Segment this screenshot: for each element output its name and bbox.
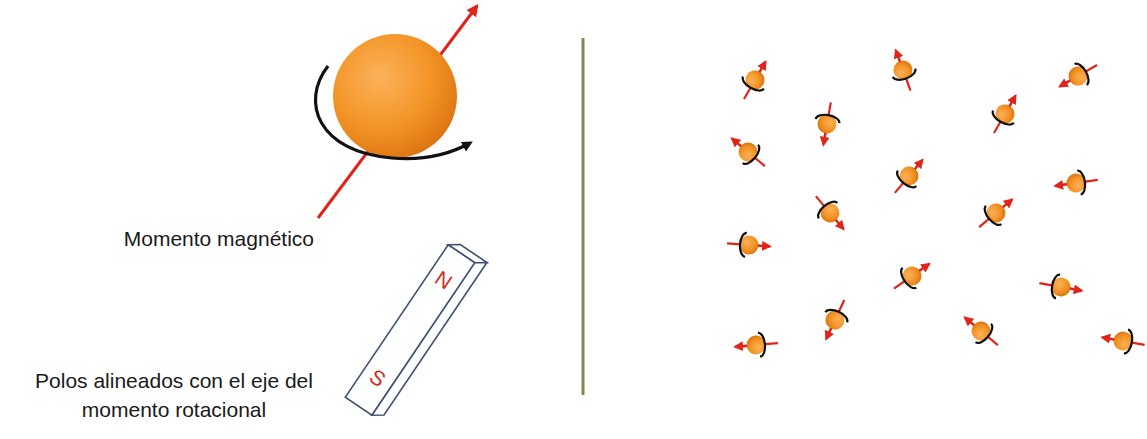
caption-label: Momento magnético (80, 224, 314, 253)
spin-particle (734, 331, 779, 359)
spin-particle (1100, 326, 1147, 357)
spin-particle (1054, 55, 1103, 97)
spin-particle (971, 190, 1019, 236)
bar-magnet: NS (345, 245, 474, 415)
spin-particle (957, 308, 1005, 354)
magnet-outline (345, 245, 474, 415)
spin-particle (726, 231, 771, 258)
particle-sphere (333, 34, 457, 158)
moment-arrow (318, 6, 477, 218)
spin-particle (807, 188, 853, 236)
divider-line (582, 38, 585, 395)
spin-particle (886, 152, 932, 200)
spin-particle (815, 295, 855, 344)
caption-label: Polos alineados con el eje del momento r… (18, 366, 330, 424)
spin-particle (1054, 168, 1100, 198)
random-spins (724, 46, 1147, 359)
spin-particle (724, 129, 772, 175)
spin-particle (885, 46, 922, 95)
spin-particle (734, 56, 776, 105)
spin-particle (887, 254, 936, 298)
rotation-arrow (315, 66, 470, 159)
spin-particle (812, 100, 843, 147)
magnet-front-face (345, 245, 474, 415)
spin-particle (1037, 271, 1084, 302)
spin-particle (984, 90, 1026, 139)
